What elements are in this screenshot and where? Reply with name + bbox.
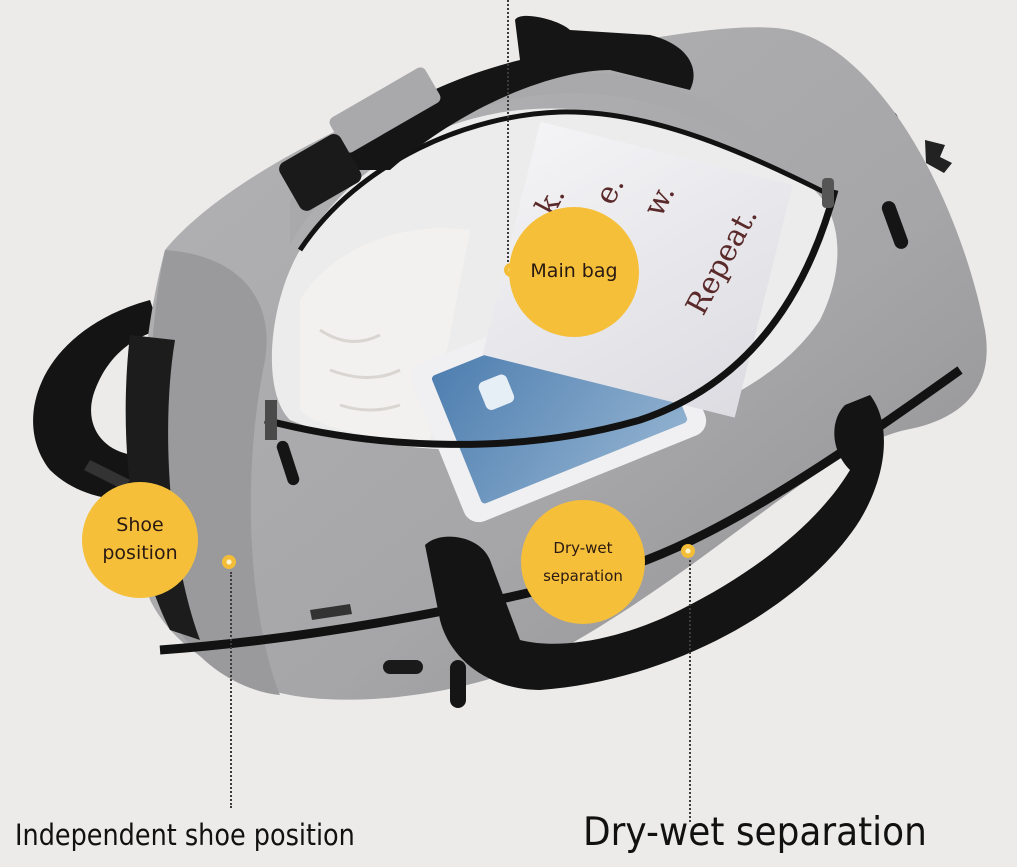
shoe-label-line2: position — [102, 542, 178, 564]
front-handle — [425, 395, 884, 690]
dry-wet-anchor-dot — [681, 544, 695, 558]
shoe-label-line1: Shoe — [116, 514, 164, 537]
dry-wet-leader-line — [689, 560, 691, 822]
main-bag-callout: Main bag — [509, 207, 639, 337]
dry-wet-label-line2: separation — [543, 567, 623, 585]
shoe-position-callout: Shoe position — [82, 482, 198, 598]
dry-wet-label-line1: Dry-wet — [553, 538, 613, 557]
shoulder-strap-left — [33, 300, 160, 500]
shoe-leader-line — [230, 572, 232, 808]
shoe-anchor-dot — [222, 555, 236, 569]
main-bag-label: Main bag — [530, 260, 618, 283]
dry-wet-callout: Dry-wet separation — [521, 500, 645, 624]
caption-dry-wet-separation: Dry-wet separation — [583, 810, 927, 855]
main-bag-leader-line — [507, 0, 509, 266]
top-handle-back — [330, 15, 694, 170]
caption-independent-shoe-position: Independent shoe position — [15, 818, 355, 852]
main-zipper — [264, 189, 839, 448]
